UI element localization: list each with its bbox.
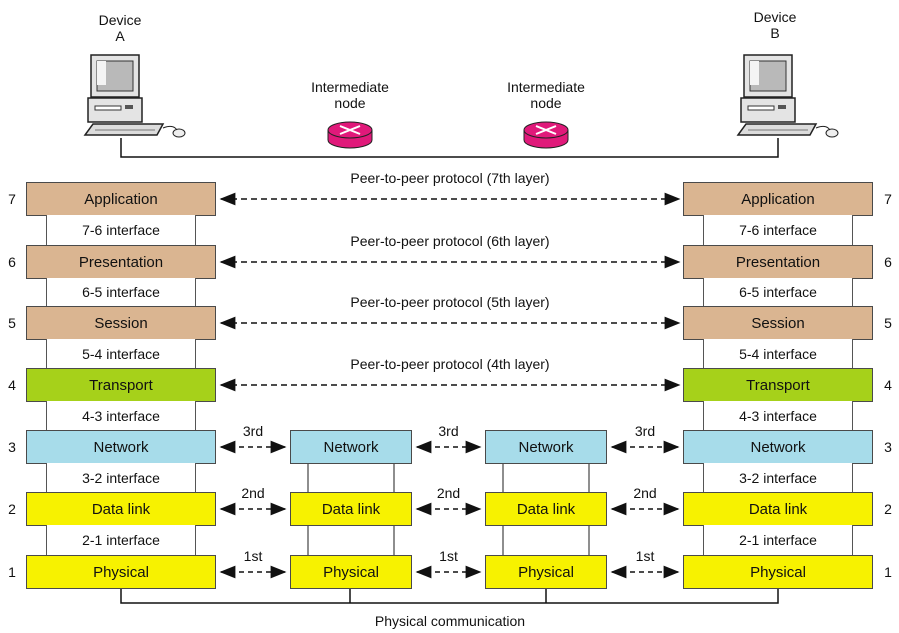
node-left-layer-1: Physical xyxy=(290,555,412,589)
device-a-layer-7: Application xyxy=(26,182,216,216)
device-a-layer-6: Presentation xyxy=(26,245,216,279)
device-a-interface-6: 6-5 interface xyxy=(46,278,196,306)
device-b-layer-2: Data link xyxy=(683,492,873,526)
router-right-icon xyxy=(523,121,569,149)
device-b-layer-6: Presentation xyxy=(683,245,873,279)
node-right-layer-2: Data link xyxy=(485,492,607,526)
layer-number-right: 1 xyxy=(884,564,892,580)
hop-label-2-3: 2nd xyxy=(633,485,657,501)
hop-label-1-2: 1st xyxy=(439,548,458,564)
node-right-layer-1: Physical xyxy=(485,555,607,589)
peer-protocol-label-6: Peer-to-peer protocol (6th layer) xyxy=(350,233,550,249)
layer-number-left: 4 xyxy=(8,377,16,393)
hop-label-1-3: 1st xyxy=(635,548,655,564)
physical-communication-label: Physical communication xyxy=(374,613,526,629)
hop-label-2-2: 2nd xyxy=(436,485,461,501)
top-network-line xyxy=(120,138,779,158)
node-left-layer-3: Network xyxy=(290,430,412,464)
router-left-icon xyxy=(327,121,373,149)
node-right-layer-3: Network xyxy=(485,430,607,464)
device-a-interface-5: 5-4 interface xyxy=(46,339,196,368)
peer-protocol-label-7: Peer-to-peer protocol (7th layer) xyxy=(350,170,550,186)
device-b-interface-3: 3-2 interface xyxy=(703,463,853,492)
device-b-layer-3: Network xyxy=(683,430,873,464)
node-left-layer-2: Data link xyxy=(290,492,412,526)
device-a-layer-1: Physical xyxy=(26,555,216,589)
peer-protocol-label-4: Peer-to-peer protocol (4th layer) xyxy=(350,356,550,372)
layer-number-left: 3 xyxy=(8,439,16,455)
layer-number-left: 5 xyxy=(8,315,16,331)
device-b-interface-5: 5-4 interface xyxy=(703,339,853,368)
device-b-layer-5: Session xyxy=(683,306,873,340)
layer-number-right: 2 xyxy=(884,501,892,517)
device-b-layer-7: Application xyxy=(683,182,873,216)
physical-communication-line xyxy=(120,589,779,604)
layer-number-left: 6 xyxy=(8,254,16,270)
device-a-interface-3: 3-2 interface xyxy=(46,463,196,492)
hop-label-3-1: 3rd xyxy=(242,423,264,439)
layer-number-left: 2 xyxy=(8,501,16,517)
computer-a-icon xyxy=(83,54,186,138)
device-a-layer-2: Data link xyxy=(26,492,216,526)
device-b-layer-1: Physical xyxy=(683,555,873,589)
device-b-interface-6: 6-5 interface xyxy=(703,278,853,306)
layer-number-right: 4 xyxy=(884,377,892,393)
layer-number-right: 7 xyxy=(884,191,892,207)
layer-number-right: 6 xyxy=(884,254,892,270)
hop-label-3-2: 3rd xyxy=(438,423,459,439)
device-a-layer-4: Transport xyxy=(26,368,216,402)
device-a-layer-5: Session xyxy=(26,306,216,340)
layer-number-left: 7 xyxy=(8,191,16,207)
peer-protocol-label-5: Peer-to-peer protocol (5th layer) xyxy=(350,294,550,310)
device-b-layer-4: Transport xyxy=(683,368,873,402)
device-b-interface-4: 4-3 interface xyxy=(703,401,853,430)
device-b-interface-2: 2-1 interface xyxy=(703,525,853,555)
hop-label-3-3: 3rd xyxy=(634,423,656,439)
device-b-interface-7: 7-6 interface xyxy=(703,215,853,245)
hop-label-2-1: 2nd xyxy=(241,485,265,501)
layer-number-right: 5 xyxy=(884,315,892,331)
device-a-interface-4: 4-3 interface xyxy=(46,401,196,430)
layer-number-left: 1 xyxy=(8,564,16,580)
device-a-interface-2: 2-1 interface xyxy=(46,525,196,555)
computer-b-icon xyxy=(736,54,839,138)
device-a-layer-3: Network xyxy=(26,430,216,464)
device-a-interface-7: 7-6 interface xyxy=(46,215,196,245)
hop-label-1-1: 1st xyxy=(243,548,263,564)
layer-number-right: 3 xyxy=(884,439,892,455)
